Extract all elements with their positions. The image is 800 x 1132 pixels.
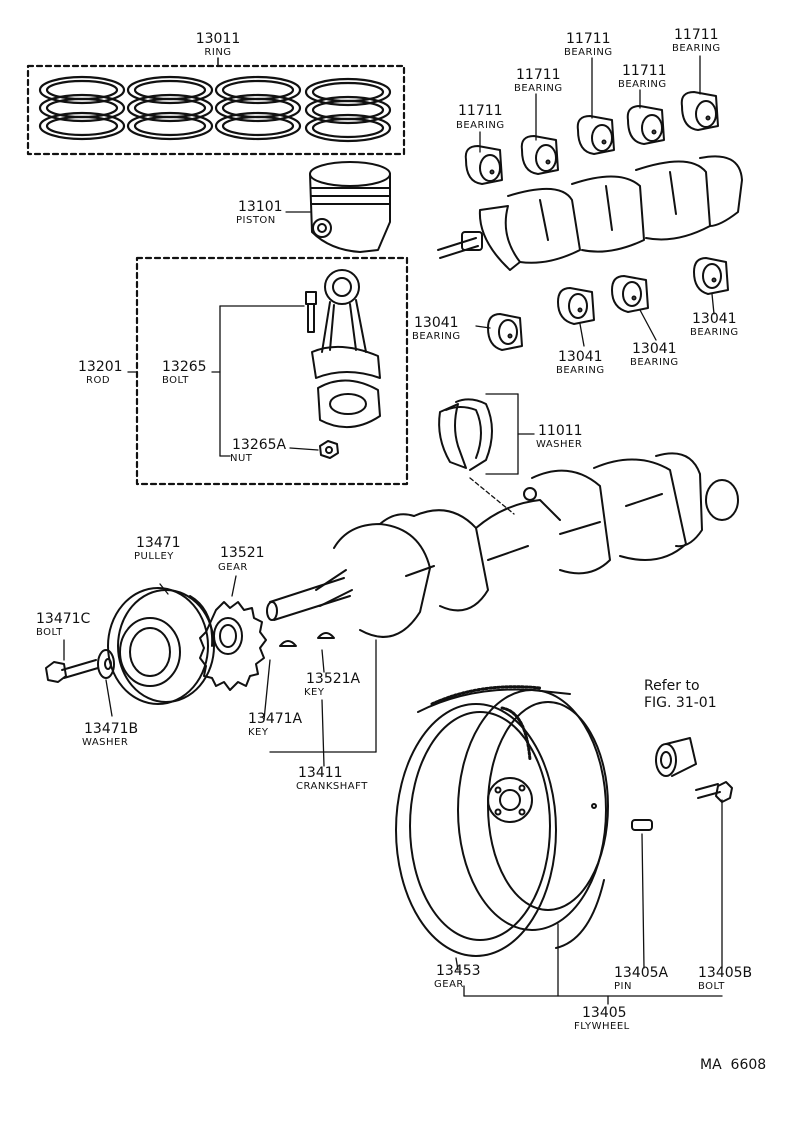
pulley-key-part-name: KEY [248,727,269,738]
crankshaft-drawing [266,452,739,647]
rod-bearing-3-number: 13041 [632,341,677,357]
conrod-bearing-shells [475,257,729,351]
piston-part-number: 13101 [238,199,283,215]
pulley-key-part-number: 13471A [248,711,303,727]
main-bearing-4-name: BEARING [618,79,667,90]
flywheel-bolt-part-number: 13405B [698,965,753,981]
rod-bolt-part-number: 13265 [162,359,207,375]
rod-part-number: 13201 [78,359,123,375]
rod-bearing-3-name: BEARING [630,357,679,368]
thrust-washer-drawing [438,393,535,515]
rod-nut-part-number: 13265A [232,437,287,453]
pulley-washer-part-number: 13471B [84,721,139,737]
gear-key-part-number: 13521A [306,671,361,687]
main-bearing-3-number: 11711 [566,31,611,47]
main-bearing-3-name: BEARING [564,47,613,58]
reference-note-line1: Refer to [644,678,700,694]
main-bearing-2-number: 11711 [516,67,561,83]
ring-gear-part-name: GEAR [434,979,464,990]
pulley-part-name: PULLEY [134,551,174,562]
pulley-part-number: 13471 [136,535,181,551]
crankshaft-part-name: CRANKSHAFT [296,781,368,792]
gear-key-part-name: KEY [304,687,325,698]
rod-bearing-1-name: BEARING [412,331,461,342]
flywheel-leader-lines [455,799,723,1005]
flywheel-drawing [395,685,733,957]
ring-part-number: 13011 [195,31,241,47]
main-bearing-shells [464,55,719,185]
pulley-bolt-part-number: 13471C [36,611,91,627]
piston-drawing [285,161,391,253]
flywheel-part-number: 13405 [582,1005,627,1021]
crankshaft-part-number: 13411 [298,765,343,781]
rod-bearing-2-name: BEARING [556,365,605,376]
rod-part-name: ROD [86,375,111,386]
main-bearing-1-name: BEARING [456,120,505,131]
gear-part-number: 13521 [220,545,265,561]
connecting-rod-assembly [127,256,409,486]
main-bearing-2-name: BEARING [514,83,563,94]
ring-part-name: RING [204,47,232,58]
rod-bolt-part-name: BOLT [162,375,189,386]
reference-note-line2: FIG. 31-01 [644,695,717,711]
rod-nut-part-name: NUT [230,453,253,464]
main-bearing-5-number: 11711 [674,27,719,43]
rod-bearing-4-number: 13041 [692,311,737,327]
flywheel-bolt-part-name: BOLT [698,981,725,992]
piston-ring-set [26,57,406,156]
gear-part-name: GEAR [218,562,248,573]
rod-bearing-4-name: BEARING [690,327,739,338]
pulley-bolt-part-name: BOLT [36,627,63,638]
washer-part-name: WASHER [536,439,583,450]
main-bearing-5-name: BEARING [672,43,721,54]
flywheel-part-name: FLYWHEEL [574,1021,630,1032]
pulley-washer-part-name: WASHER [82,737,129,748]
upper-crankshaft-drawing [437,155,743,271]
rod-bearing-2-number: 13041 [558,349,603,365]
main-bearing-4-number: 11711 [622,63,667,79]
pin-part-name: PIN [614,981,632,992]
rod-bearing-1-number: 13041 [414,315,459,331]
main-bearing-1-number: 11711 [458,103,503,119]
crankshaft-leader-lines [63,575,377,767]
piston-part-name: PISTON [236,215,276,226]
washer-part-number: 11011 [538,423,583,439]
ring-gear-part-number: 13453 [436,963,481,979]
pulley-gear-drawing [45,587,267,705]
pin-part-number: 13405A [614,965,669,981]
figure-code: MA 6608 [700,1057,767,1073]
